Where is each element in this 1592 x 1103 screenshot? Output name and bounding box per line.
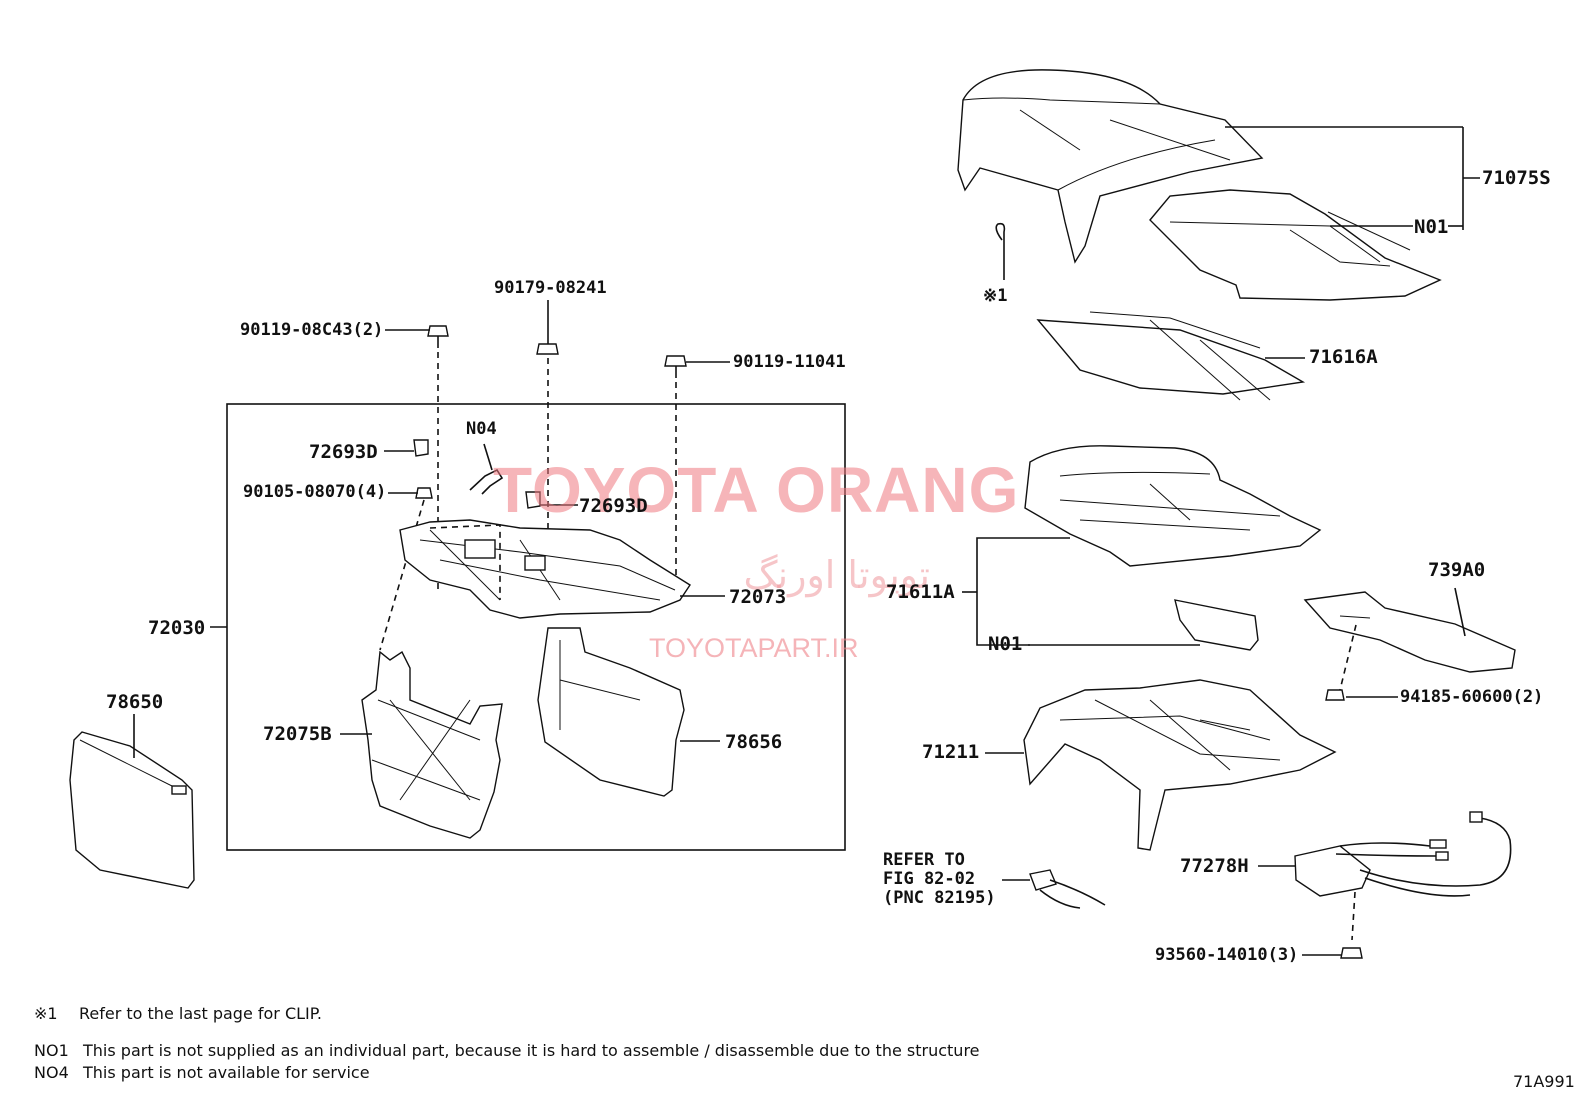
label-clip-ref: ※1: [983, 286, 1008, 306]
seat-mat-drawing: [1036, 311, 1306, 401]
note-text-3: This part is not available for service: [83, 1063, 370, 1082]
label-90119-08c43[interactable]: 90119-08C43(2): [240, 320, 384, 340]
cushion-pad-drawing: [1024, 445, 1322, 567]
watermark-site: TOYOTAPART.IR: [649, 633, 859, 663]
cushion-frame-drawing: [1023, 679, 1337, 851]
label-78656[interactable]: 78656: [725, 731, 783, 753]
label-739a0[interactable]: 739A0: [1428, 559, 1486, 581]
label-72030[interactable]: 72030: [148, 617, 206, 639]
label-71075s[interactable]: 71075S: [1482, 167, 1551, 189]
label-n01-mid[interactable]: N01: [988, 633, 1023, 655]
note-text-1: Refer to the last page for CLIP.: [79, 1004, 322, 1023]
label-72693d-b[interactable]: 72693D: [579, 495, 648, 517]
n01-top-pad-drawing: [1149, 189, 1442, 301]
part-739a0-drawing: [1303, 591, 1516, 673]
label-93560[interactable]: 93560-14010(3): [1155, 945, 1299, 965]
note-mark-2: NO1: [34, 1041, 69, 1060]
note-mark-1: ※1: [34, 1004, 58, 1023]
label-78650[interactable]: 78650: [106, 691, 164, 713]
label-77278h[interactable]: 77278H: [1180, 855, 1249, 877]
label-90105[interactable]: 90105-08070(4): [243, 482, 387, 502]
seat-cover-drawing: [957, 69, 1264, 264]
watermark-brand: TOYOTA ORANG: [493, 454, 1020, 526]
label-72075b[interactable]: 72075B: [263, 723, 332, 745]
figure-code: 71A991: [1513, 1072, 1575, 1091]
label-n01-top[interactable]: N01: [1414, 216, 1449, 238]
cover-78656-drawing: [537, 627, 685, 797]
label-n04[interactable]: N04: [466, 419, 497, 439]
label-72073[interactable]: 72073: [729, 586, 787, 608]
bracket-72075b-drawing: [361, 650, 503, 839]
label-71611a[interactable]: 71611A: [886, 581, 955, 603]
refer-line-2: FIG 82-02: [883, 869, 976, 889]
refer-line-1: REFER TO: [883, 850, 965, 870]
label-72693d-a[interactable]: 72693D: [309, 441, 378, 463]
label-90119-11041[interactable]: 90119-11041: [733, 352, 846, 372]
note-text-2: This part is not supplied as an individu…: [83, 1041, 980, 1060]
label-71616a[interactable]: 71616A: [1309, 346, 1378, 368]
seat-adjuster-drawing: [399, 519, 691, 619]
label-94185[interactable]: 94185-60600(2): [1400, 687, 1544, 707]
note-mark-3: NO4: [34, 1063, 69, 1082]
pad-78650-drawing: [69, 731, 195, 889]
wire-harness-drawing: [1294, 811, 1512, 897]
label-90179[interactable]: 90179-08241: [494, 278, 607, 298]
watermark-persian: تویوتا اورنگ: [743, 553, 931, 597]
label-71211[interactable]: 71211: [922, 741, 980, 763]
refer-line-3: (PNC 82195): [883, 888, 996, 908]
